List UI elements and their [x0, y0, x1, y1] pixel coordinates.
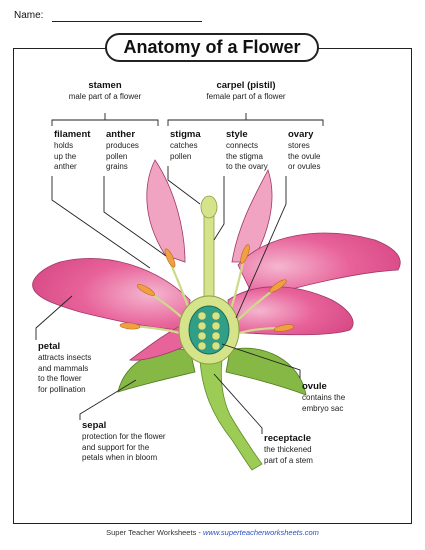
label-anther: anther produces pollen grains: [106, 129, 161, 173]
ovary-inner: [188, 305, 230, 355]
petal-line: to the flower: [38, 374, 82, 383]
footer-url-link[interactable]: www.superteacherworksheets.com: [202, 528, 319, 537]
ovule-line: embryo sac: [302, 403, 344, 413]
anthers: [119, 244, 295, 332]
label-filament: filament holds up the anther: [54, 129, 104, 173]
footer-site-name: Super Teacher Worksheets: [106, 528, 197, 537]
ovule-line: contains the: [302, 393, 346, 402]
term-sepal: sepal: [82, 420, 107, 431]
leader-lines: [35, 166, 301, 434]
sepal-right: [225, 347, 307, 396]
term-stamen: stamen: [88, 80, 122, 91]
style-line: the stigma: [226, 151, 263, 161]
receptacle-line: part of a stem: [264, 455, 313, 465]
sepal-leader: [79, 379, 137, 420]
ovary-line: the ovule: [288, 151, 321, 161]
stigma-leader: [167, 166, 201, 205]
term-ovule: ovule: [302, 381, 327, 392]
sepal-line: protection for the flower: [82, 432, 166, 441]
filament-line: holds: [54, 141, 74, 150]
term-style: style: [226, 129, 248, 140]
desc-stamen: male part of a flower: [68, 92, 142, 101]
petal-left: [32, 258, 191, 331]
petal-back-right: [231, 168, 273, 263]
petal-back-left: [146, 159, 186, 263]
ovules: [197, 311, 221, 351]
term-anther: anther: [106, 129, 136, 140]
style-line: to the ovary: [226, 162, 268, 171]
anther-line: produces: [106, 141, 139, 150]
footer: Super Teacher Worksheets - www.superteac…: [0, 528, 425, 537]
style-leader: [213, 176, 225, 241]
anther-line: pollen: [106, 151, 128, 161]
sepal-line: and support for the: [82, 442, 150, 452]
petal-line: for pollination: [38, 384, 86, 394]
label-ovary: ovary stores the ovule or ovules: [288, 129, 348, 173]
label-stamen: stamen male part of a flower: [50, 80, 160, 103]
stem: [199, 359, 263, 471]
anther-line: grains: [106, 162, 128, 171]
style-line: connects: [226, 141, 259, 150]
filament-line: up the: [54, 151, 77, 161]
stigma: [200, 195, 218, 219]
label-sepal: sepal protection for the flower and supp…: [82, 420, 202, 464]
label-receptacle: receptacle the thickened part of a stem: [264, 433, 344, 466]
label-petal: petal attracts insects and mammals to th…: [38, 341, 118, 395]
stamen-bracket: [51, 113, 159, 126]
stigma-line: catches: [170, 141, 198, 150]
label-ovule: ovule contains the embryo sac: [302, 381, 372, 414]
filament-leader: [51, 176, 151, 269]
sepal-line: petals when in bloom: [82, 453, 158, 462]
carpel-bracket: [167, 113, 324, 126]
ovary-line: stores: [288, 141, 310, 150]
label-stigma: stigma catches pollen: [170, 129, 220, 162]
footer-separator: -: [196, 528, 203, 537]
name-line[interactable]: [52, 21, 202, 22]
receptacle-leader: [213, 373, 263, 434]
ovary-leader: [235, 176, 287, 319]
name-label: Name:: [14, 10, 44, 21]
petal-line: attracts insects: [38, 353, 92, 362]
petal-leader: [35, 295, 73, 340]
term-stigma: stigma: [170, 129, 201, 140]
term-petal: petal: [38, 341, 61, 352]
desc-carpel: female part of a flower: [206, 92, 286, 101]
page-title: Anatomy of a Flower: [105, 33, 319, 62]
anther-leader: [103, 176, 167, 257]
term-receptacle: receptacle: [264, 433, 312, 444]
ovary-line: or ovules: [288, 162, 321, 171]
term-carpel: carpel (pistil): [216, 80, 276, 91]
ovule-leader: [221, 343, 301, 378]
receptacle-line: the thickened: [264, 445, 312, 454]
term-filament: filament: [54, 129, 91, 140]
label-carpel: carpel (pistil) female part of a flower: [186, 80, 306, 103]
stigma-line: pollen: [170, 151, 192, 161]
term-ovary: ovary: [288, 129, 314, 140]
label-style: style connects the stigma to the ovary: [226, 129, 286, 173]
petal-line: and mammals: [38, 363, 89, 373]
filament-line: anther: [54, 162, 77, 171]
